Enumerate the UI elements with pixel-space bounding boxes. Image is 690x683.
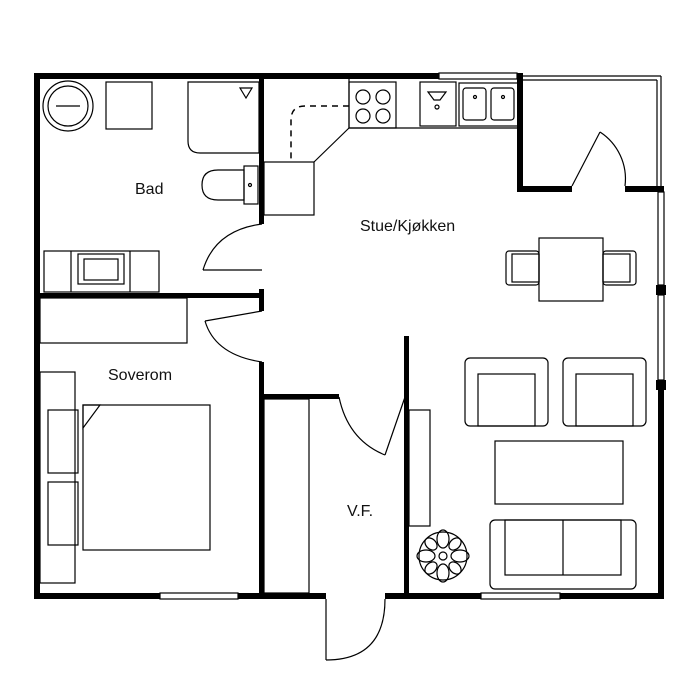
terrace-outline: [523, 75, 662, 186]
door-closet[interactable]: [338, 396, 406, 456]
room-label-bathroom: Bad: [135, 181, 163, 198]
closet-icon: [263, 398, 310, 594]
toilet-icon: [201, 165, 259, 205]
door-bedroom[interactable]: [204, 310, 263, 363]
interior-walls: [34, 73, 409, 599]
exterior-walls: [34, 72, 666, 600]
dishwasher-icon: [419, 81, 457, 127]
door-bathroom[interactable]: [202, 223, 263, 271]
armchair-right-icon: [562, 357, 647, 427]
room-label-living-kitchen: Stue/Kjøkken: [360, 218, 455, 235]
upper-cabinets-dashed: [290, 105, 349, 162]
door-terrace[interactable]: [571, 131, 627, 187]
dining-table-icon: [505, 237, 637, 302]
washing-machine-icon: [105, 81, 153, 130]
sofa-icon: [489, 519, 637, 590]
stove-icon: [348, 81, 397, 129]
room-label-bedroom: Soverom: [108, 367, 172, 384]
plant-icon: [416, 529, 470, 583]
kitchen-counter: [263, 79, 517, 216]
room-label-entrance: V.F.: [347, 503, 373, 520]
door-entrance[interactable]: [325, 598, 386, 661]
tv-bench-icon: [408, 409, 431, 527]
bed-icon: [39, 371, 211, 584]
coffee-table-icon: [494, 440, 624, 505]
kitchen-sink-icon: [458, 82, 519, 127]
water-heater-icon: [42, 80, 94, 132]
wardrobe-icon: [39, 297, 188, 344]
shower-icon: [187, 81, 260, 154]
armchair-left-icon: [464, 357, 549, 427]
sink-icon: [43, 250, 160, 293]
